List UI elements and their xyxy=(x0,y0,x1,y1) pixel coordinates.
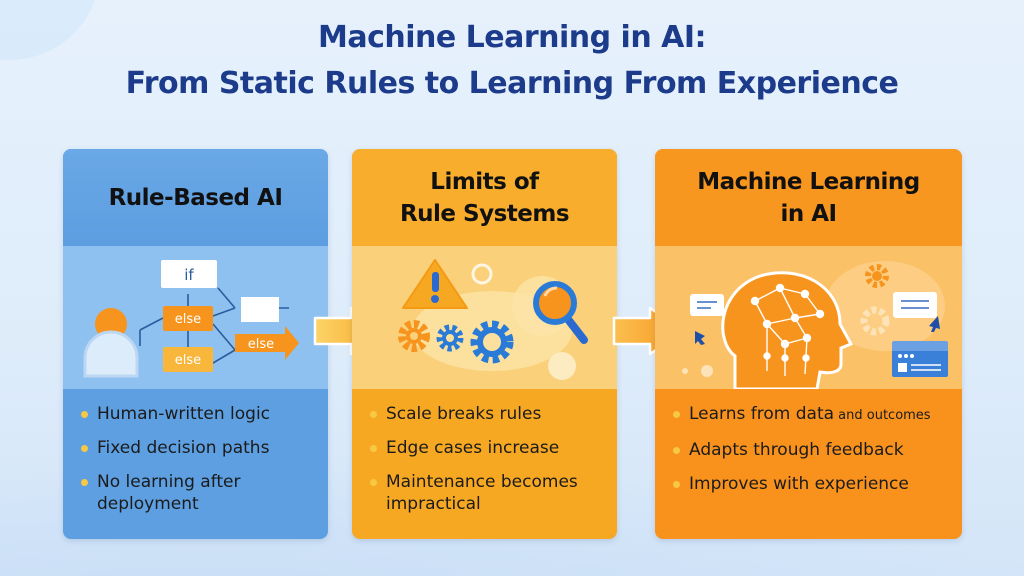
bullet-item: Maintenance becomes impractical xyxy=(370,471,617,515)
dashboard-icon xyxy=(892,341,948,377)
ml-illustration xyxy=(655,246,962,389)
card-heading-line1: Limits of xyxy=(430,168,539,195)
bullet-list: Learns from data and outcomes Adapts thr… xyxy=(655,389,962,495)
gear-icon xyxy=(860,264,890,336)
bullet-item: Scale breaks rules xyxy=(370,403,617,425)
card-limits-of-rule-systems: Limits of Rule Systems xyxy=(352,149,617,539)
svg-text:else: else xyxy=(175,312,201,327)
page-title-line1: Machine Learning in AI: xyxy=(317,20,707,55)
person-icon xyxy=(83,308,139,378)
bullet-text-suffix: and outcomes xyxy=(834,408,931,423)
cursor-icon xyxy=(695,316,940,345)
bullet-item: Improves with experience xyxy=(673,473,962,495)
card-heading: Limits of Rule Systems xyxy=(352,149,617,246)
bullet-item: Adapts through feedback xyxy=(673,439,962,461)
bullet-list: Scale breaks rules Edge cases increase M… xyxy=(352,389,617,515)
card-machine-learning-in-ai: Machine Learning in AI xyxy=(655,149,962,539)
bullet-item: No learning after deployment xyxy=(81,471,328,515)
gear-icon xyxy=(398,320,514,364)
card-heading-line2: in AI xyxy=(780,200,837,227)
page-title-line2: From Static Rules to Learning From Exper… xyxy=(125,66,899,101)
card-heading-text: Rule-Based AI xyxy=(108,184,283,211)
limits-illustration xyxy=(352,246,617,389)
bullet-text: Learns from data xyxy=(689,404,835,424)
svg-text:if: if xyxy=(184,266,194,284)
card-heading: Rule-Based AI xyxy=(63,149,328,246)
svg-text:else: else xyxy=(175,353,201,368)
card-heading: Machine Learning in AI xyxy=(655,149,962,246)
card-heading-line2: Rule Systems xyxy=(399,200,570,227)
chat-bubble-icon xyxy=(690,292,937,318)
bullet-item: Edge cases increase xyxy=(370,437,617,459)
card-heading-line1: Machine Learning xyxy=(697,168,920,195)
brain-head-icon xyxy=(721,271,854,389)
bullet-item: Fixed decision paths xyxy=(81,437,328,459)
magnifier-icon xyxy=(533,281,588,344)
svg-text:else: else xyxy=(248,337,274,352)
bullet-list: Human-written logic Fixed decision paths… xyxy=(63,389,328,515)
rule-flowchart-illustration: if else else else xyxy=(63,246,328,389)
bullet-item: Human-written logic xyxy=(81,403,328,425)
card-rule-based-ai: Rule-Based AI if else e xyxy=(63,149,328,539)
warning-icon xyxy=(402,259,468,309)
bullet-item: Learns from data and outcomes xyxy=(673,403,962,427)
